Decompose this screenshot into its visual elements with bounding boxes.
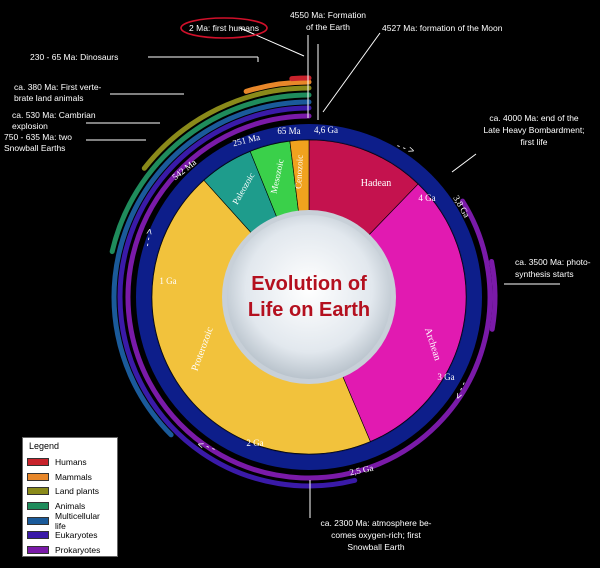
annotation-photosynthesis-line-1: ca. 3500 Ma: photo-: [515, 257, 591, 267]
direction-arrow-icon: - - >: [142, 228, 156, 248]
legend-swatch: [27, 531, 49, 540]
annotation-oxygen-line-2: comes oxygen-rich; first: [331, 530, 421, 540]
annotation-bombardment-line-1: ca. 4000 Ma: end of the: [489, 113, 579, 123]
legend-item-animals: Animals: [27, 499, 113, 514]
annotation-snowball-line-1: 750 - 635 Ma: two: [4, 132, 72, 142]
annotation-humans: 2 Ma: first humans: [189, 23, 259, 33]
legend-item-eukaryotes: Eukaryotes: [27, 528, 113, 543]
annotation-bombardment-line-2: Late Heavy Bombardment;: [483, 125, 584, 135]
life-arc-eukaryotes: [117, 105, 358, 489]
life-arc-land-plants: [141, 85, 312, 171]
legend-label: Eukaryotes: [55, 530, 98, 541]
eon-wedges: [151, 139, 467, 455]
eon-label-hadean: Hadean: [361, 178, 392, 189]
annotation-photosynthesis-line-2: synthesis starts: [515, 269, 574, 279]
ring-label-1-ga: 1 Ga: [159, 276, 176, 286]
humans-highlight-ring: [180, 17, 268, 39]
life-arc-animals: [109, 92, 312, 255]
annotations: 2 Ma: first humans 4550 Ma: Formation of…: [4, 10, 591, 552]
legend-item-multicellular: Multicellular life: [27, 510, 113, 531]
life-arc-multicellular-life: [111, 99, 312, 438]
legend-swatch: [27, 502, 49, 511]
life-arc-humans: [289, 75, 312, 82]
legend-swatch: [27, 516, 49, 525]
ring-label-4-6-ga: 4,6 Ga: [314, 125, 338, 135]
annotation-vertebrates-line-1: ca. 380 Ma: First verte-: [14, 82, 102, 92]
annotation-dinosaurs: 230 - 65 Ma: Dinosaurs: [30, 52, 118, 62]
legend-item-land-plants: Land plants: [27, 484, 113, 499]
ring-label-65-ma: 65 Ma: [277, 126, 300, 136]
annotation-snowball-line-2: Snowball Earths: [4, 143, 65, 153]
ring-label-2-5-ga: 2,5 Ga: [349, 463, 375, 478]
annotation-moon: 4527 Ma: formation of the Moon: [382, 23, 503, 33]
legend: Legend Humans Mammals Land plants Animal…: [22, 437, 118, 557]
center-title-line-2: Life on Earth: [248, 299, 370, 321]
annotation-leader-lines: [86, 27, 560, 518]
ring-label-4-ga: 4 Ga: [418, 193, 435, 203]
annotation-cambrian-line-1: ca. 530 Ma: Cambrian: [12, 110, 96, 120]
legend-label: Mammals: [55, 471, 92, 482]
life-span-arcs: [109, 75, 498, 489]
legend-item-prokaryotes: Prokaryotes: [27, 543, 113, 558]
legend-label: Multicellular life: [55, 510, 100, 531]
annotation-oxygen-line-3: Snowball Earth: [347, 542, 404, 552]
legend-label: Humans: [55, 457, 87, 468]
legend-swatch: [27, 458, 49, 467]
life-arc-mammals: [243, 79, 312, 94]
ring-label-3-ga: 3 Ga: [437, 372, 454, 382]
center-disc: [227, 215, 391, 379]
life-arc-prokaryotes: [125, 113, 493, 481]
legend-swatch: [27, 545, 49, 554]
annotation-cambrian-line-2: explosion: [12, 121, 48, 131]
legend-item-humans: Humans: [27, 455, 113, 470]
center-title-line-1: Evolution of: [251, 273, 367, 295]
legend-swatch: [27, 472, 49, 481]
legend-swatch: [27, 487, 49, 496]
legend-label: Prokaryotes: [55, 544, 101, 555]
annotation-earth-line-1: 4550 Ma: Formation: [290, 10, 366, 20]
legend-label: Animals: [55, 501, 86, 512]
legend-item-mammals: Mammals: [27, 470, 113, 485]
legend-label: Land plants: [55, 486, 99, 497]
annotation-earth-line-2: of the Earth: [306, 22, 350, 32]
legend-title: Legend: [29, 441, 60, 451]
annotation-oxygen-line-1: ca. 2300 Ma: atmosphere be-: [320, 518, 431, 528]
eon-label-cenozoic: Cenozoic: [293, 155, 305, 189]
life-arc-prokaryotes: [489, 259, 498, 332]
ring-label-2-ga: 2 Ga: [246, 438, 263, 448]
annotation-vertebrates-line-2: brate land animals: [14, 93, 83, 103]
annotation-bombardment-line-3: first life: [521, 137, 548, 147]
